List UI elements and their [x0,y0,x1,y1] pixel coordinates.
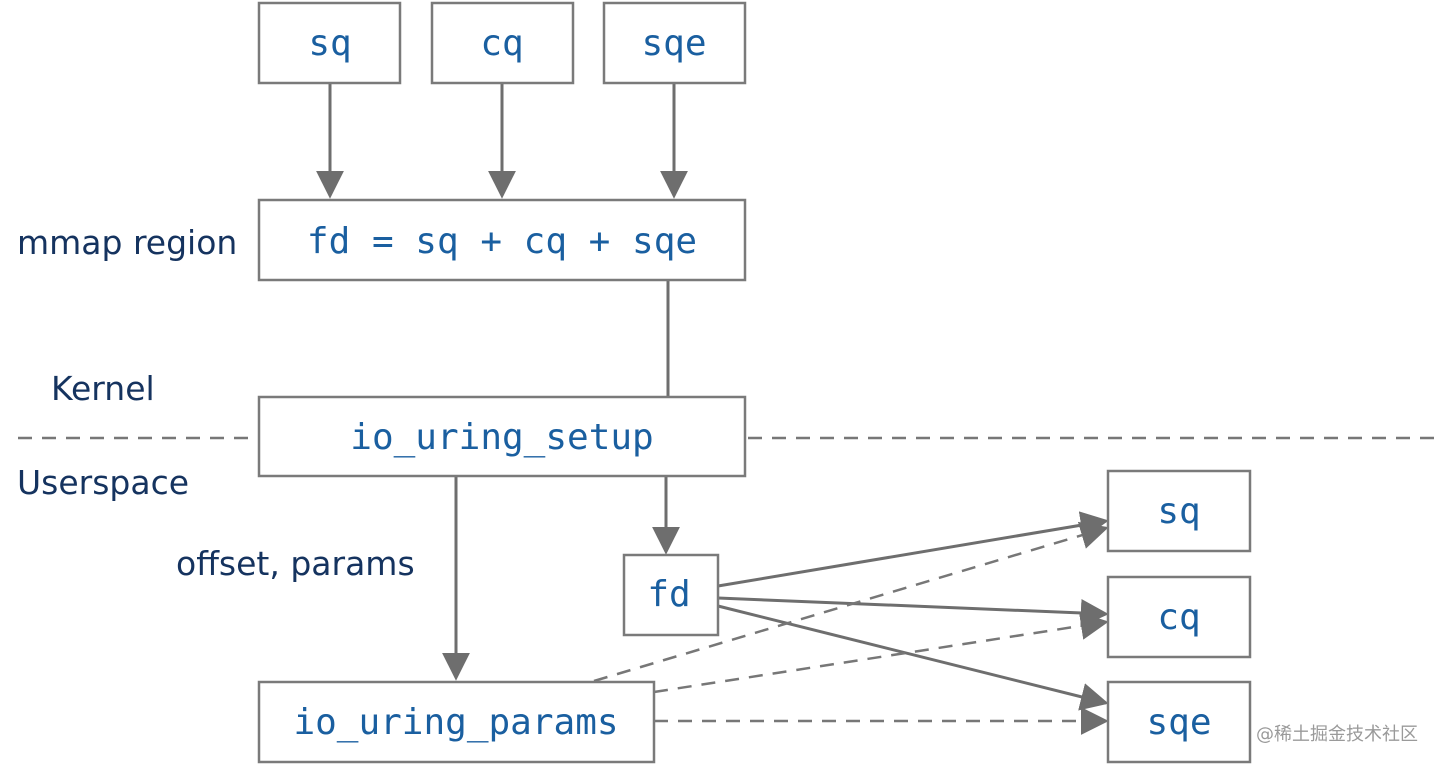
node-io-uring-params: io_uring_params [257,680,656,764]
label-userspace: Userspace [17,463,189,502]
node-top-sqe-label: sqe [641,23,706,64]
node-right-sq: sq [1106,469,1252,553]
label-offset-params: offset, params [176,544,415,583]
node-right-cq: cq [1106,575,1252,659]
dashed-arrow-params-to-cq [653,612,1109,694]
arrow-fd-to-sqe [717,604,1109,711]
node-right-sqe-label: sqe [1146,702,1211,743]
label-kernel: Kernel [51,369,155,408]
arrow-fd-to-cq [717,596,1109,627]
node-top-sq-label: sq [308,23,351,64]
label-mmap-region: mmap region [17,223,237,262]
node-mmap-label: fd = sq + cq + sqe [307,221,697,262]
watermark: @稀土掘金技术社区 [1256,724,1418,745]
node-fd-label: fd [647,574,690,615]
node-params-label: io_uring_params [293,702,618,743]
arrow-fd-to-sq [717,511,1109,588]
node-top-cq-label: cq [480,23,523,64]
node-right-sq-label: sq [1157,491,1200,532]
dashed-arrow-params-to-sq [593,521,1109,683]
node-mmap-region: fd = sq + cq + sqe [257,198,747,282]
node-io-uring-setup: io_uring_setup [257,395,747,478]
node-setup-label: io_uring_setup [350,417,653,458]
node-top-sqe: sqe [602,1,747,85]
node-right-cq-label: cq [1157,597,1200,638]
node-top-sq: sq [257,1,402,85]
node-right-sqe: sqe [1106,680,1252,764]
node-fd: fd [622,553,720,637]
node-top-cq: cq [430,1,575,85]
